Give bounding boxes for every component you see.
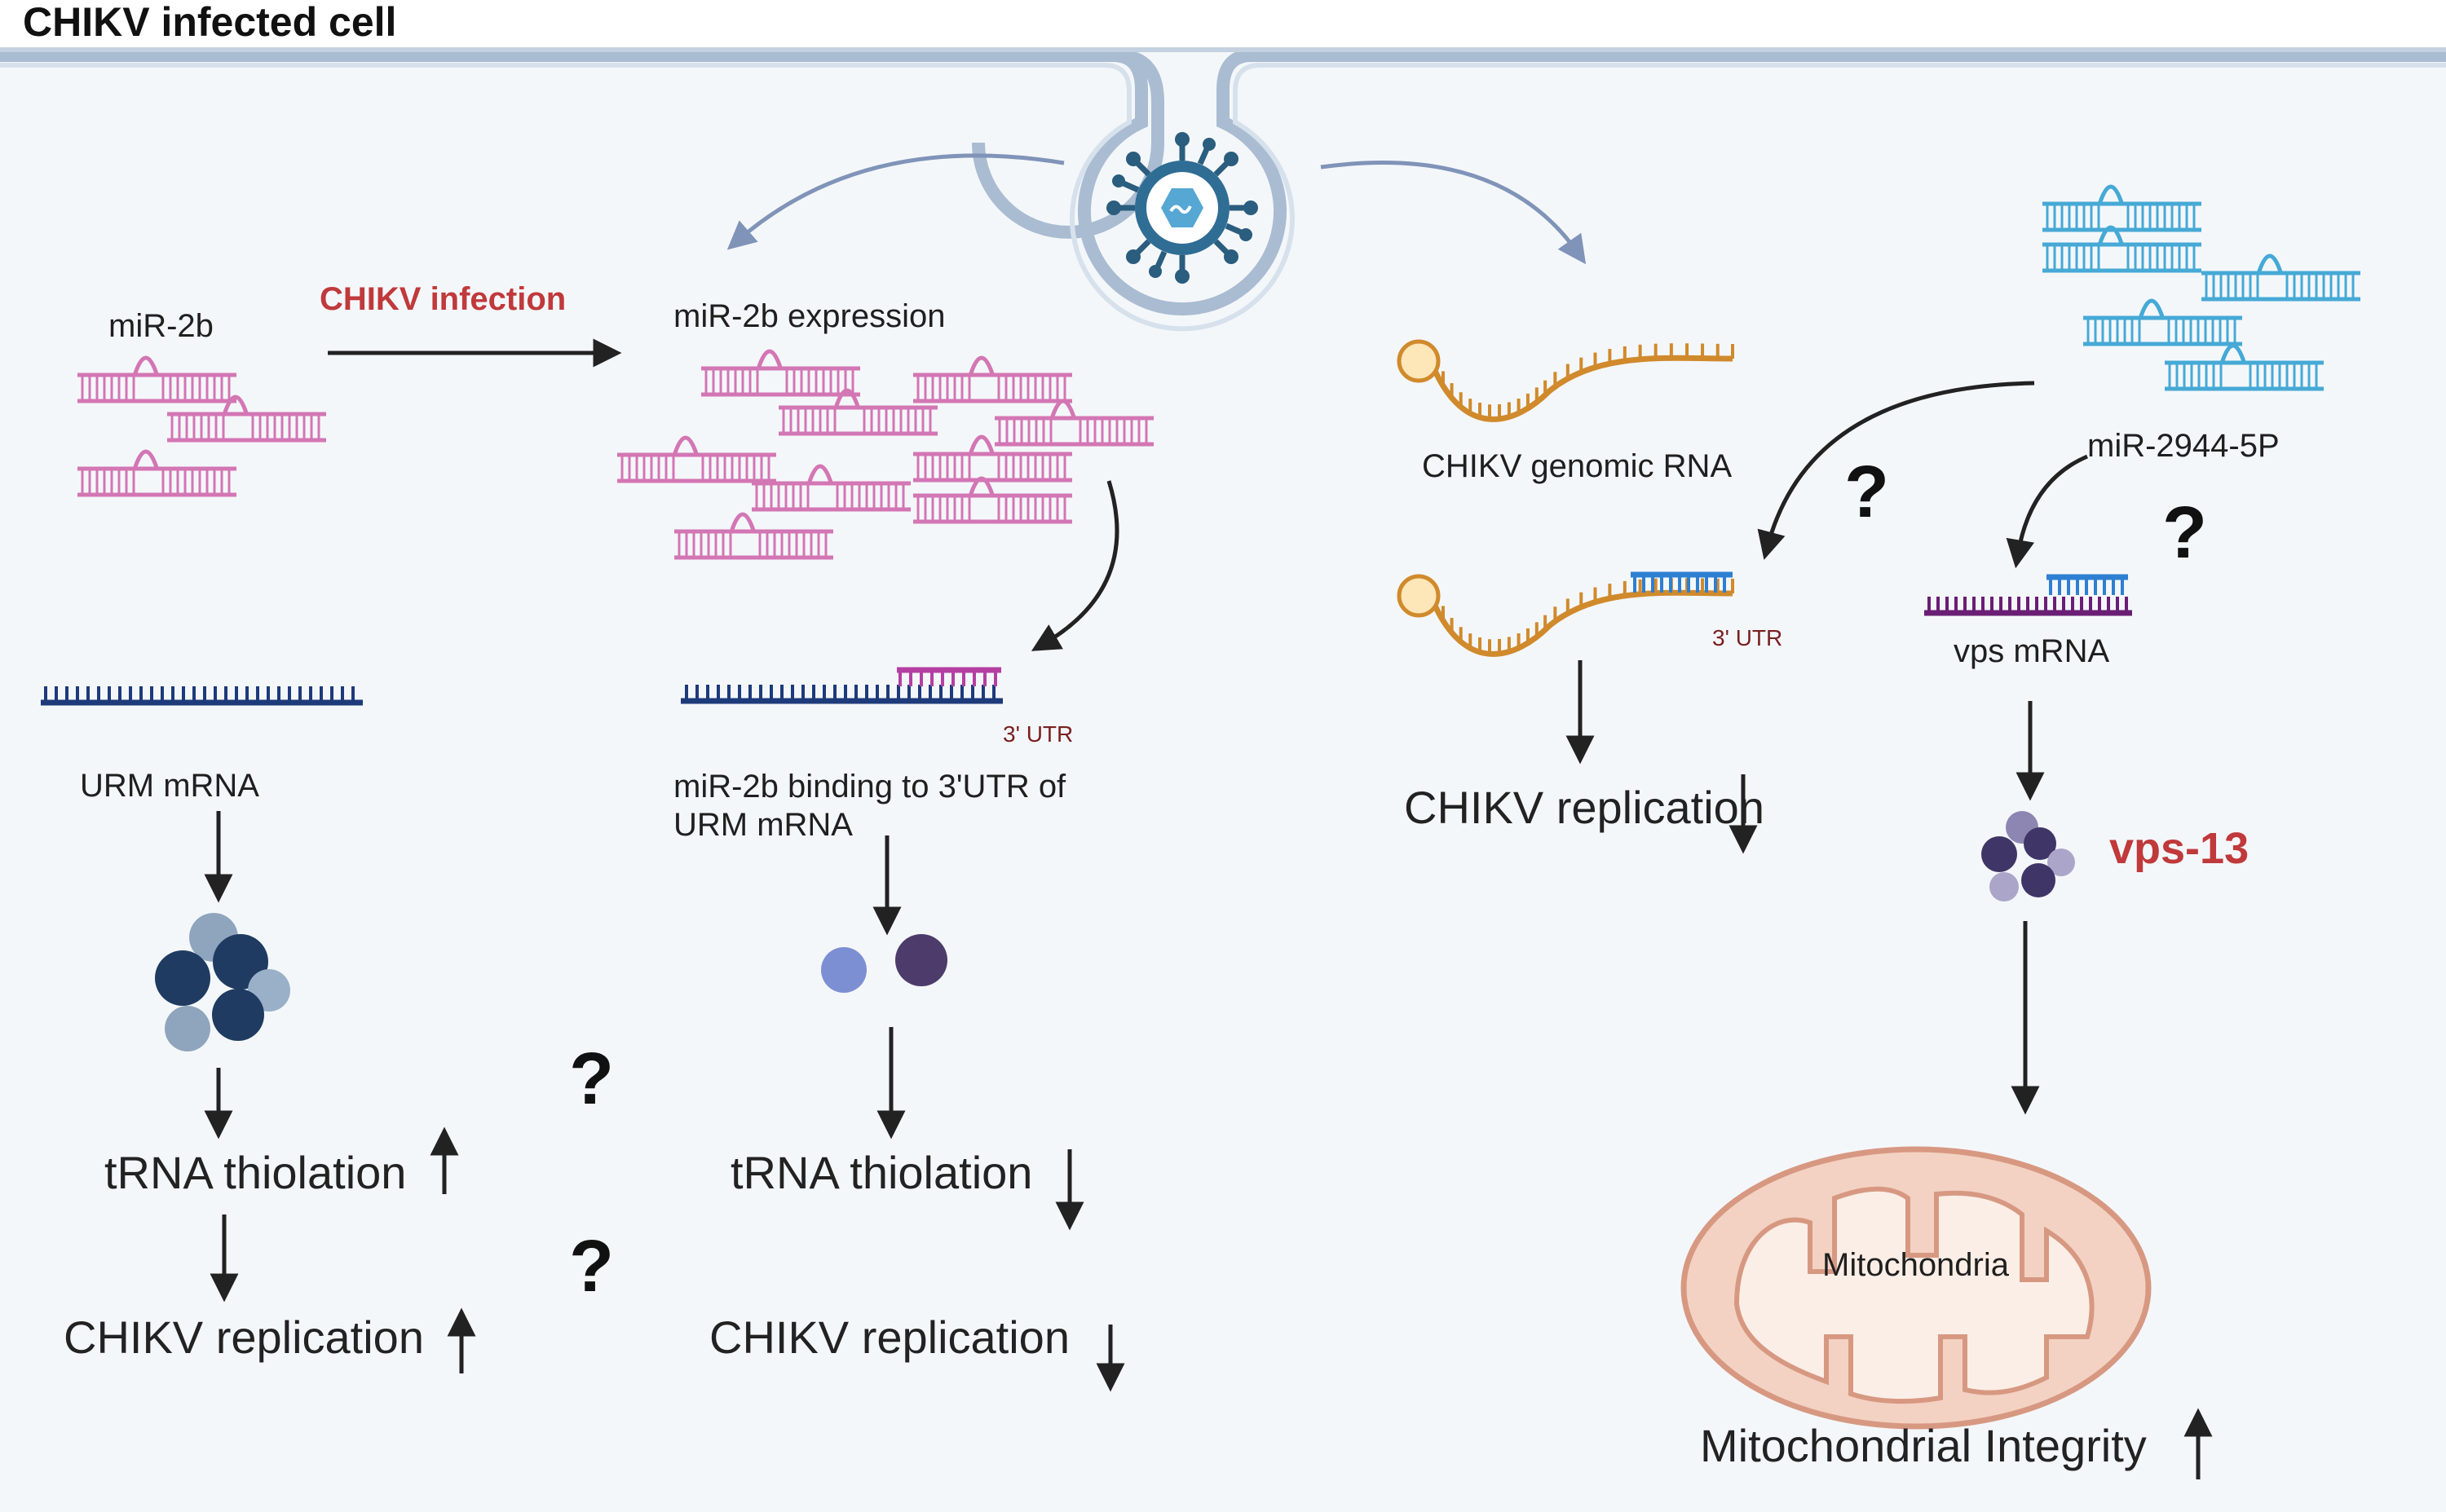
genomic-rna-label: CHIKV genomic RNA bbox=[1422, 448, 1733, 484]
mirna-duplex bbox=[2165, 343, 2324, 391]
vps-mrna-strand bbox=[1924, 574, 2132, 616]
mir2b-label: miR-2b bbox=[108, 308, 214, 344]
mirna-duplex bbox=[913, 476, 1072, 524]
vps-mrna-label: vps mRNA bbox=[1954, 633, 2110, 669]
mirna-duplex bbox=[2042, 184, 2201, 232]
vps13-label: vps-13 bbox=[2109, 824, 2250, 873]
vps13-complex-icon bbox=[1981, 811, 2075, 901]
mirna-duplex bbox=[674, 512, 833, 560]
protein-complex-icon bbox=[821, 934, 947, 993]
ribosome-cluster-icon bbox=[155, 913, 290, 1051]
mirna-duplex bbox=[779, 388, 938, 436]
mirna-duplex bbox=[995, 399, 1154, 447]
mirna-duplex bbox=[77, 449, 236, 497]
cell-membrane bbox=[0, 49, 2446, 316]
mirna-duplex bbox=[2201, 253, 2360, 302]
right-replication-text: CHIKV replication bbox=[1404, 782, 1764, 833]
viral-genomic-rna bbox=[1397, 339, 1734, 422]
question-mark-2: ? bbox=[569, 1226, 614, 1307]
flow-arrows bbox=[204, 338, 2088, 1303]
right-utr-label: 3' UTR bbox=[1712, 625, 1783, 650]
mir2b-expression-label: miR-2b expression bbox=[673, 298, 946, 334]
indicator-arrows bbox=[430, 774, 2213, 1479]
mid-utr-label: 3' UTR bbox=[1003, 721, 1074, 747]
mirna-duplex bbox=[167, 395, 326, 443]
left-replication-text: CHIKV replication bbox=[64, 1311, 424, 1363]
membrane-inner-line bbox=[0, 63, 2446, 332]
urm-mrna-label: URM mRNA bbox=[80, 768, 259, 804]
mid-replication-text: CHIKV replication bbox=[709, 1311, 1070, 1363]
mirna-duplex bbox=[752, 464, 911, 512]
mirna-duplex bbox=[77, 355, 236, 403]
mirna-duplex bbox=[2042, 225, 2201, 273]
virus-icon bbox=[1106, 132, 1258, 284]
entry-arrow-left bbox=[726, 153, 1065, 250]
left-thiolation-text: tRNA thiolation bbox=[104, 1147, 407, 1198]
chikv-infection-label: CHIKV infection bbox=[320, 281, 567, 317]
question-mark-4: ? bbox=[2162, 492, 2207, 574]
mirna-group bbox=[77, 184, 2360, 560]
question-mark-3: ? bbox=[1844, 452, 1889, 533]
binding-text-line1: miR-2b binding to 3'UTR of bbox=[673, 769, 1066, 804]
mirna-duplex bbox=[2083, 298, 2242, 346]
mid-thiolation-text: tRNA thiolation bbox=[731, 1147, 1033, 1198]
mirna-duplex bbox=[913, 355, 1072, 403]
integrity-text: Mitochondrial Integrity bbox=[1700, 1420, 2147, 1471]
bound-urm-mrna bbox=[681, 667, 1003, 704]
question-mark-1: ? bbox=[569, 1038, 614, 1120]
mitochondria-label: Mitochondria bbox=[1822, 1247, 2010, 1283]
mir2944-label: miR-2944-5P bbox=[2087, 428, 2280, 464]
entry-arrow-right bbox=[1320, 161, 1587, 265]
viral-genomic-rna-bound bbox=[1397, 571, 1734, 657]
mirna-duplex bbox=[617, 435, 776, 483]
mirna-duplex bbox=[913, 434, 1072, 483]
mitochondria-icon bbox=[1680, 1146, 2152, 1430]
binding-text-line2: URM mRNA bbox=[673, 807, 853, 843]
diagram-title: CHIKV infected cell bbox=[23, 0, 397, 45]
mirna-duplex bbox=[701, 349, 860, 397]
urm-mrna-strand bbox=[41, 686, 363, 706]
